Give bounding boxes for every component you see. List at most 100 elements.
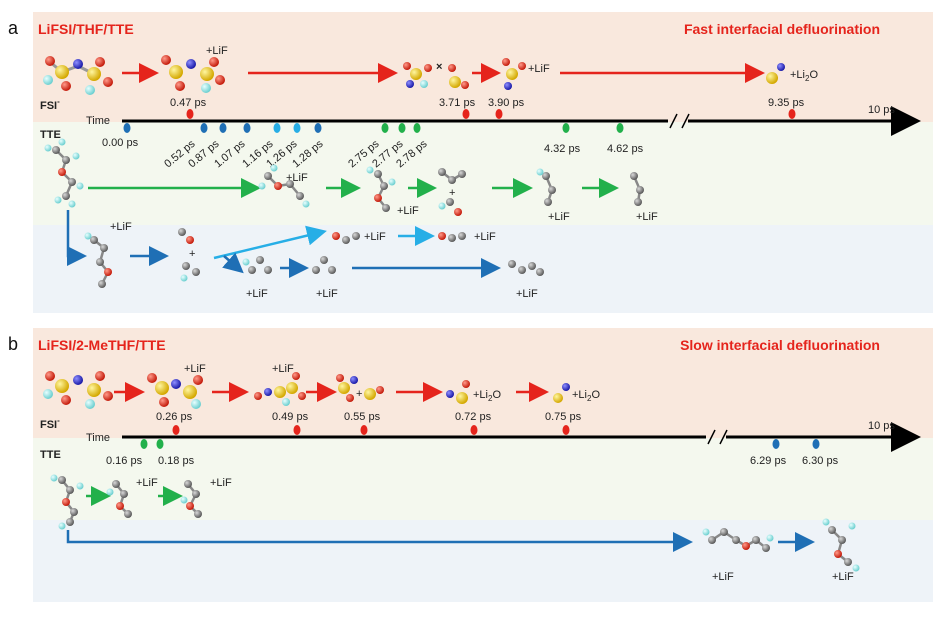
green-product-lif: +LiF <box>548 211 570 223</box>
fsi-molecule <box>43 56 113 95</box>
timeline-marker <box>812 439 820 449</box>
fsi-final-product <box>766 63 785 84</box>
green-intermediate-2 <box>180 480 202 518</box>
light-blue-product-lif: +LiF <box>364 231 386 243</box>
timeline-marker <box>273 123 281 133</box>
tte-time: 0.16 ps <box>106 455 143 467</box>
timeline-marker <box>156 439 164 449</box>
blue-intermediate-4 <box>312 256 336 274</box>
panel-a-subtitle: Fast interfacial defluorination <box>684 21 880 37</box>
fsi-label: FSI- <box>40 416 60 431</box>
fsi-intermediate-1 <box>161 55 225 93</box>
timeline-marker <box>172 425 180 435</box>
panel-a-letter: a <box>8 18 19 38</box>
blue-product-lif: +LiF <box>246 288 268 300</box>
fsi-time: 0.49 ps <box>272 411 309 423</box>
timeline-marker <box>772 439 780 449</box>
fsi-intermediate-4 <box>502 58 526 90</box>
panel-a: a LiFSI/THF/TTE Fast interfacial defluor… <box>8 12 933 313</box>
green-product-lif: +LiF <box>286 172 308 184</box>
timeline-marker <box>360 425 368 435</box>
blue-product-lif: +LiF <box>832 571 854 583</box>
plus-sign: + <box>356 388 362 400</box>
blue-pathway-arrow <box>222 252 244 274</box>
tte-time: 0.18 ps <box>158 455 195 467</box>
green-intermediate-5 <box>630 172 644 206</box>
tte-time: 6.29 ps <box>750 455 787 467</box>
green-intermediate-3 <box>438 168 466 216</box>
tte-time: 0.00 ps <box>102 137 139 149</box>
blue-product-lif: +LiF <box>110 221 132 233</box>
fsi-time: 0.75 ps <box>545 411 582 423</box>
tte-molecule <box>44 138 84 208</box>
timeline-marker <box>219 123 227 133</box>
plus-sign: + <box>449 187 455 199</box>
timeline-marker <box>413 123 421 133</box>
plus-sign: + <box>189 248 195 260</box>
axis-end-label: 10 ps <box>868 104 895 116</box>
panel-b-fsi-band <box>33 328 933 438</box>
green-product-lif: +LiF <box>397 205 419 217</box>
tte-label: TTE <box>40 449 61 461</box>
axis-break <box>707 429 716 445</box>
timeline-marker <box>314 123 322 133</box>
timeline-marker <box>140 439 148 449</box>
fsi-intermediate-1 <box>147 373 203 409</box>
blue-final-product <box>822 518 860 572</box>
fsi-intermediate-3 <box>336 374 384 402</box>
green-intermediate-1 <box>258 164 310 208</box>
fsi-intermediate-4 <box>446 380 470 404</box>
green-intermediate-2 <box>366 166 396 212</box>
green-product-lif: +LiF <box>636 211 658 223</box>
timeline-marker <box>495 109 503 119</box>
fsi-time: 0.26 ps <box>156 411 193 423</box>
timeline-marker <box>562 425 570 435</box>
axis-break <box>681 113 690 129</box>
fsi-product-li2o: +Li2O <box>473 389 501 403</box>
fsi-label: FSI- <box>40 97 60 112</box>
time-label: Time <box>86 115 110 127</box>
panel-b-title: LiFSI/2-MeTHF/TTE <box>38 337 166 353</box>
timeline-marker <box>186 109 194 119</box>
fsi-product-lif: +LiF <box>206 45 228 57</box>
panel-b-subtitle: Slow interfacial defluorination <box>680 337 880 353</box>
fsi-molecule <box>43 371 113 409</box>
fsi-intermediate-2 <box>254 372 306 406</box>
tte-time: 6.30 ps <box>802 455 839 467</box>
fsi-time: 3.90 ps <box>488 97 525 109</box>
panel-b-tte-band <box>33 438 933 520</box>
timeline-marker <box>381 123 389 133</box>
blue-intermediate-1 <box>84 232 112 288</box>
timeline-marker <box>462 109 470 119</box>
tte-time: 4.62 ps <box>607 143 644 155</box>
green-product-lif: +LiF <box>210 477 232 489</box>
timeline-marker <box>788 109 796 119</box>
fsi-time: 0.55 ps <box>344 411 381 423</box>
timeline-marker <box>293 425 301 435</box>
light-blue-product-lif: +LiF <box>474 231 496 243</box>
fsi-intermediate-3 <box>448 64 469 89</box>
blue-final-product <box>508 260 544 276</box>
fsi-cross: × <box>436 61 442 73</box>
timeline-marker <box>293 123 301 133</box>
blue-product-lif: +LiF <box>516 288 538 300</box>
axis-break <box>719 429 728 445</box>
fsi-time: 0.72 ps <box>455 411 492 423</box>
blue-intermediate-2 <box>178 228 200 282</box>
fsi-final-product <box>553 383 570 403</box>
fsi-product-li2o: +Li2O <box>572 389 600 403</box>
blue-pathway-arrow <box>66 210 87 266</box>
tte-time: 4.32 ps <box>544 143 581 155</box>
light-blue-intermediate-2 <box>438 232 466 242</box>
blue-product-lif: +LiF <box>712 571 734 583</box>
fsi-product-lif: +LiF <box>184 363 206 375</box>
blue-intermediate-3 <box>242 256 272 274</box>
time-label: Time <box>86 432 110 444</box>
tte-molecule <box>50 474 84 530</box>
blue-product-lif: +LiF <box>316 288 338 300</box>
panel-a-tte-band <box>33 122 933 225</box>
axis-break <box>669 113 678 129</box>
fsi-time: 9.35 ps <box>768 97 805 109</box>
fsi-time: 3.71 ps <box>439 97 476 109</box>
